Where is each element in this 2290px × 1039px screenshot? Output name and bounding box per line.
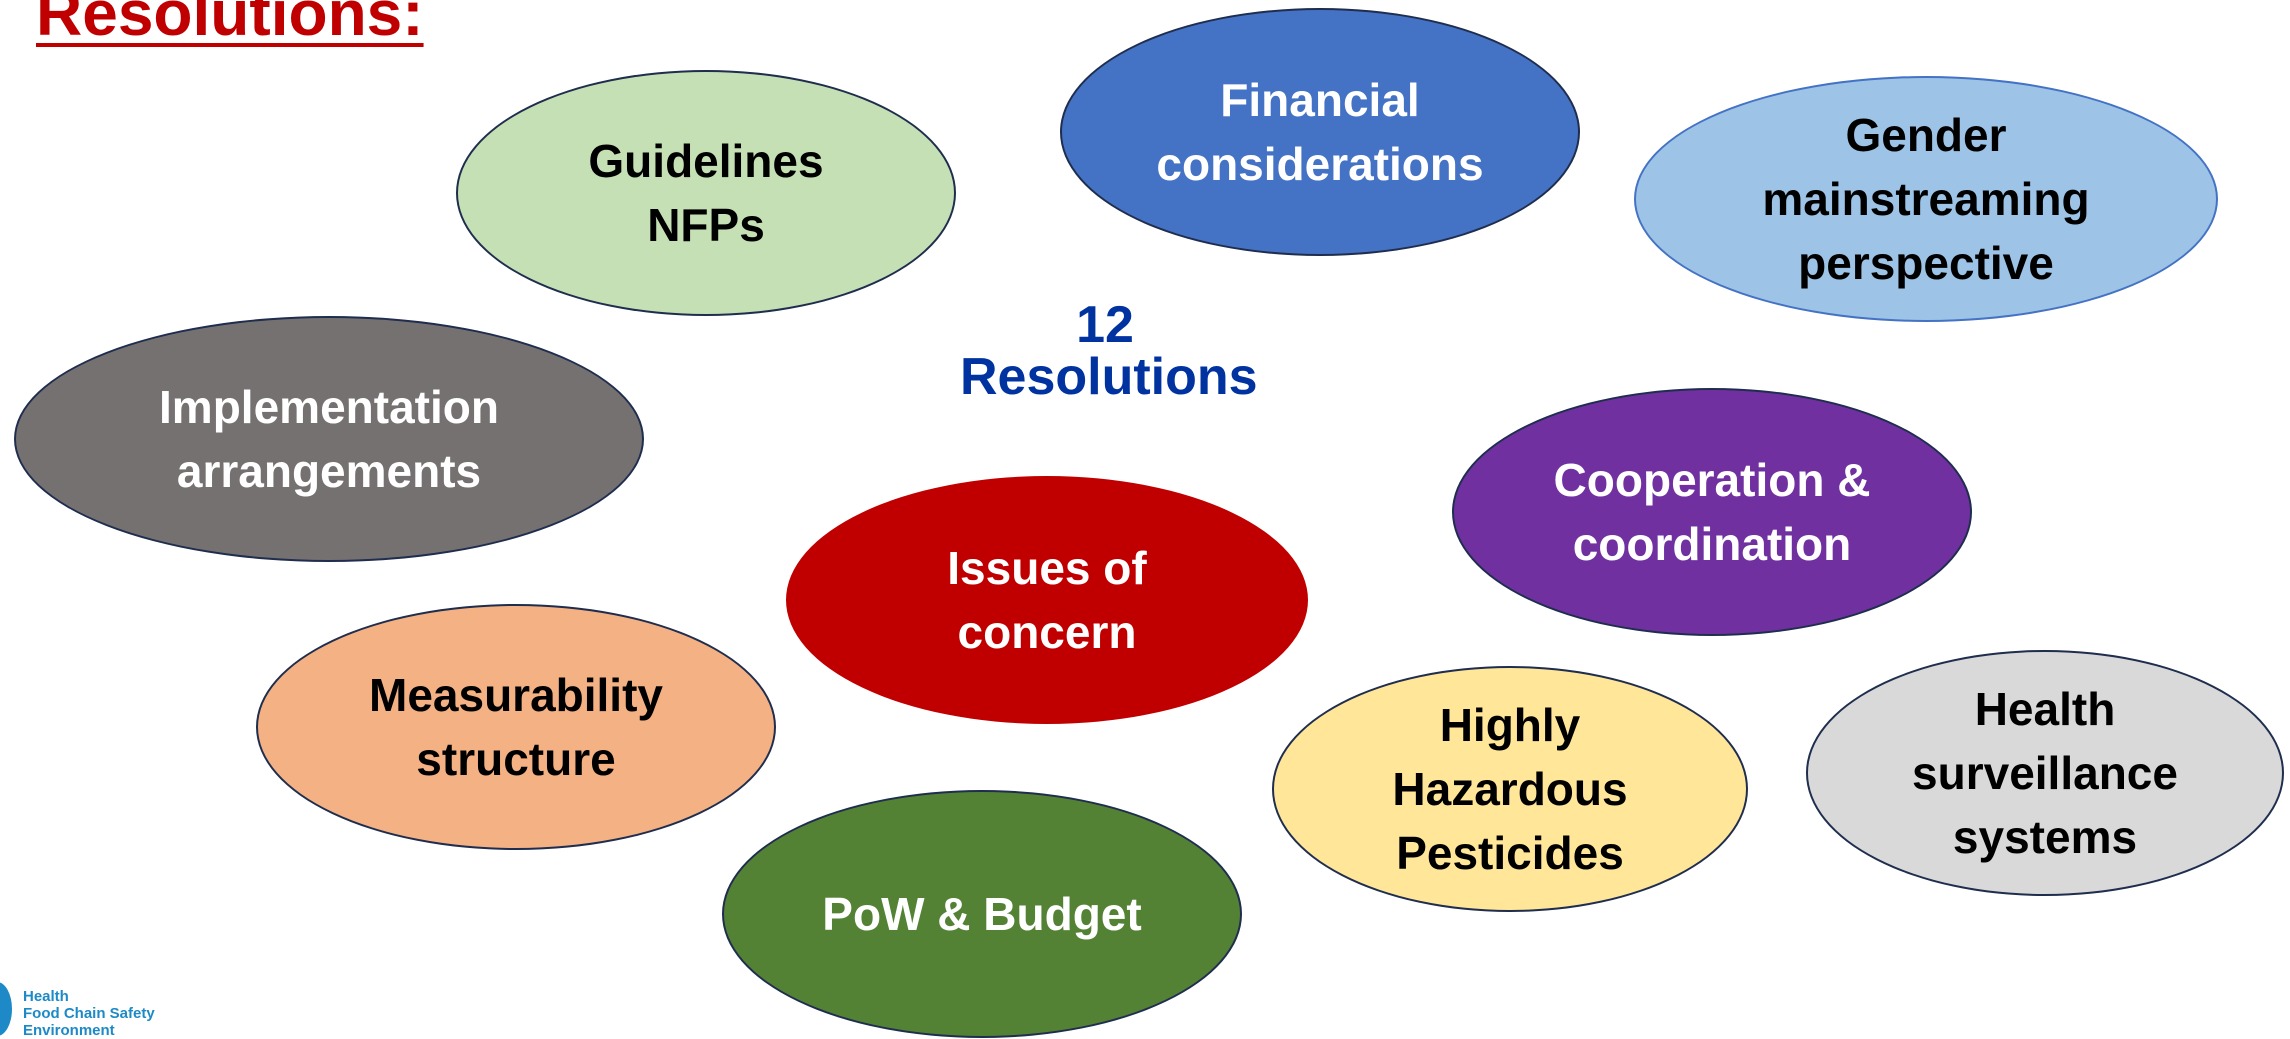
node-pow-budget: PoW & Budget <box>722 790 1242 1038</box>
logo-line: Environment <box>23 1022 115 1039</box>
node-health-surveillance-systems: Health surveillance systems <box>1806 650 2284 896</box>
node-label: PoW & Budget <box>822 888 1142 940</box>
organization-logo: Health Food Chain Safety Environment <box>0 978 200 1039</box>
node-measurability-structure: Measurability structure <box>256 604 776 850</box>
node-label: Implementation arrangements <box>159 381 499 497</box>
node-issues-of-concern: Issues of concern <box>786 476 1308 724</box>
resolution-word: Resolutions <box>960 348 1258 406</box>
logo-line: Food Chain Safety <box>23 1005 155 1022</box>
node-highly-hazardous-pesticides: Highly Hazardous Pesticides <box>1272 666 1748 912</box>
logo-text: Health Food Chain Safety Environment <box>23 988 155 1039</box>
center-label: 12 Resolutions <box>960 296 1258 406</box>
resolution-count: 12 <box>1076 296 1134 354</box>
node-label: Health surveillance systems <box>1912 683 2178 863</box>
node-label: Cooperation & coordination <box>1553 454 1871 570</box>
node-label: Financial considerations <box>1156 74 1484 190</box>
node-implementation-arrangements: Implementation arrangements <box>14 316 644 562</box>
node-gender-mainstreaming: Gender mainstreaming perspective <box>1634 76 2218 322</box>
node-cooperation-coordination: Cooperation & coordination <box>1452 388 1972 636</box>
logo-line: Health <box>23 988 69 1005</box>
globe-icon <box>0 982 12 1036</box>
node-label: Measurability structure <box>369 669 663 785</box>
node-label: Gender mainstreaming perspective <box>1762 109 2090 289</box>
node-label: Highly Hazardous Pesticides <box>1392 699 1628 879</box>
node-financial-considerations: Financial considerations <box>1060 8 1580 256</box>
node-guidelines-nfps: Guidelines NFPs <box>456 70 956 316</box>
node-label: Issues of concern <box>947 542 1147 658</box>
slide-title: Resolutions: <box>36 0 424 49</box>
node-label: Guidelines NFPs <box>588 135 824 251</box>
